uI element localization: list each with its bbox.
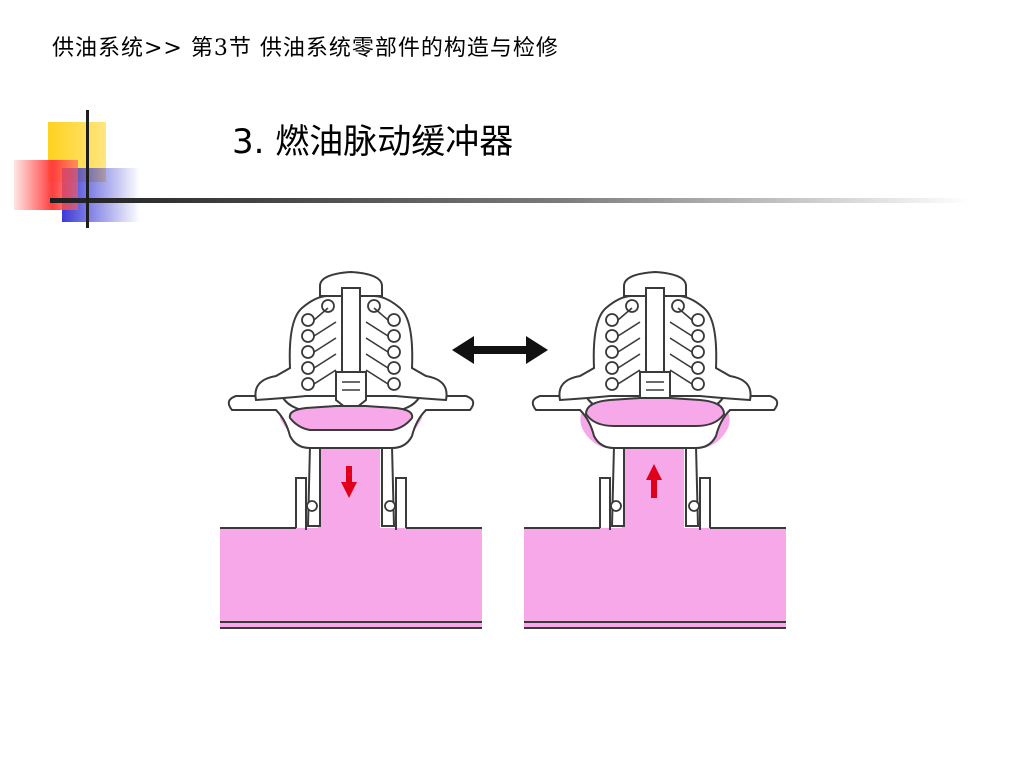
decorative-corner-graphic <box>14 110 970 228</box>
deco-vertical-line <box>86 110 89 228</box>
double-arrow <box>452 336 548 364</box>
fuel-flow-arrow-down <box>341 466 357 498</box>
breadcrumb: 供油系统>> 第3节 供油系统零部件的构造与检修 <box>52 36 559 61</box>
damper-cutaway-right <box>523 271 787 629</box>
deco-horizontal-line <box>50 198 970 203</box>
damper-cutaway-left <box>219 271 483 629</box>
pulsation-damper-figure <box>219 271 787 629</box>
fuel-flow-arrow-up <box>646 464 662 498</box>
slide-title: 3. 燃油脉动缓冲器 <box>232 122 514 162</box>
